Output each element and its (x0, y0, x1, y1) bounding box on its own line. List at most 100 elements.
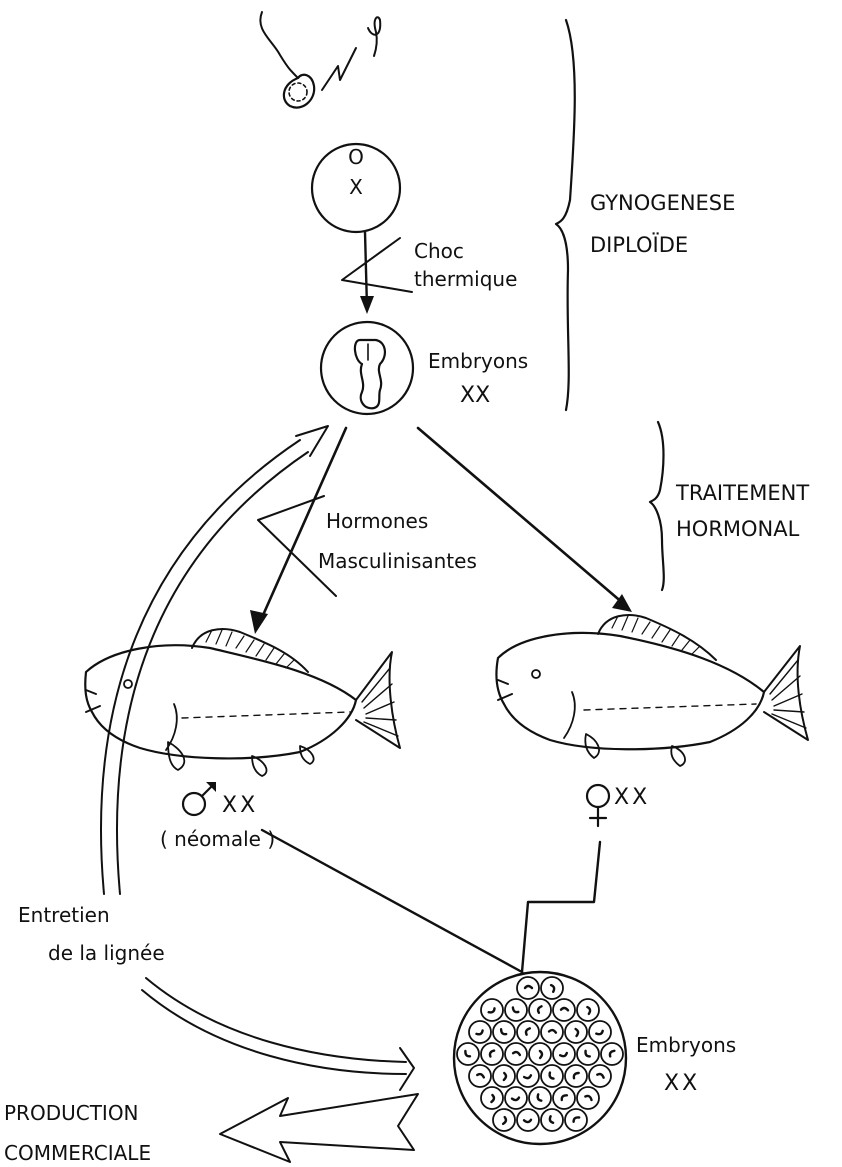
cluster-embryo-cell (517, 1065, 539, 1087)
cluster-embryo-cell (541, 1065, 563, 1087)
cluster-embryo-cell (481, 999, 503, 1021)
cluster-embryo-cell (565, 1021, 587, 1043)
entretien-label-line1: Entretien (18, 903, 110, 927)
cluster-embryo-larva (585, 1051, 589, 1057)
cluster-embryo-larva (525, 986, 532, 988)
production-label-line1: PRODUCTION (4, 1101, 139, 1125)
embryo-icon (321, 322, 413, 414)
cluster-embryo-cell (553, 999, 575, 1021)
cluster-embryo-larva (574, 1117, 580, 1121)
cluster-embryo-larva (489, 1008, 495, 1012)
cluster-embryo-cell (481, 1043, 503, 1065)
cluster-embryo-cell (481, 1087, 503, 1109)
female-xx-label: XX (614, 785, 650, 810)
cluster-embryo-cell (493, 1021, 515, 1043)
gynogenese-bracket (556, 20, 575, 410)
cluster-embryo-larva (477, 1031, 483, 1035)
cluster-embryo-cell (553, 1087, 575, 1109)
gynogenese-label-line1: GYNOGENESE (590, 191, 735, 215)
cluster-embryo-larva (524, 1120, 531, 1122)
cluster-embryo-larva (512, 1098, 519, 1101)
embryo-top-label-line1: Embryons (428, 349, 528, 373)
cluster-embryo-larva (576, 1029, 578, 1036)
cluster-embryo-larva (465, 1051, 470, 1056)
cluster-embryo-larva (550, 1116, 553, 1123)
cluster-embryo-cell (589, 1065, 611, 1087)
embryo-cluster-icon (454, 972, 626, 1144)
male-note-label: ( néomale ) (160, 827, 275, 851)
cluster-embryo-cell (577, 1087, 599, 1109)
cluster-embryo-larva (610, 1051, 614, 1057)
cluster-embryo-larva (561, 1008, 568, 1010)
cluster-embryo-larva (551, 985, 554, 992)
cluster-embryo-cell (505, 1043, 527, 1065)
male-xx-label: XX (222, 793, 258, 818)
cluster-embryo-larva (513, 1008, 518, 1013)
traitement-label-line1: TRAITEMENT (675, 481, 809, 505)
cluster-embryo-larva (526, 1028, 530, 1034)
egg-cell-icon: O X (312, 144, 400, 232)
cluster-embryo-larva (587, 1007, 590, 1014)
cluster-embryo-larva (513, 1052, 520, 1055)
production-label-line2: COMMERCIALE (4, 1141, 151, 1165)
cluster-cells (457, 977, 623, 1131)
female-symbol-icon (587, 785, 609, 826)
cluster-embryo-cell (589, 1021, 611, 1043)
cluster-embryo-cell (517, 1109, 539, 1131)
cluster-embryo-larva (477, 1074, 484, 1077)
cluster-embryo-cell (565, 1065, 587, 1087)
cluster-embryo-larva (524, 1075, 531, 1078)
cluster-embryo-larva (491, 1095, 494, 1102)
embryo-bottom-label-line1: Embryons (636, 1033, 736, 1057)
cluster-embryo-cell (493, 1065, 515, 1087)
cluster-embryo-larva (562, 1095, 567, 1100)
cluster-embryo-larva (560, 1053, 567, 1056)
cluster-embryo-cell (601, 1043, 623, 1065)
cluster-embryo-larva (597, 1074, 603, 1078)
cluster-embryo-larva (585, 1096, 591, 1100)
cluster-embryo-cell (529, 1043, 551, 1065)
egg-chromosome-x: X (349, 175, 363, 199)
egg-chromosome-o: O (348, 145, 364, 169)
cluster-embryo-larva (550, 1073, 554, 1079)
cluster-embryo-cell (541, 1109, 563, 1131)
cluster-embryo-cell (577, 999, 599, 1021)
cluster-embryo-cell (457, 1043, 479, 1065)
embryo-top-label-line2: XX (460, 383, 490, 408)
choc-thermique-marker (342, 238, 412, 292)
cluster-embryo-cell (541, 977, 563, 999)
cross-lines (262, 830, 600, 972)
cluster-embryo-larva (540, 1051, 542, 1058)
cluster-embryo-larva (538, 1006, 541, 1013)
arrow-egg-to-embryo (360, 232, 374, 314)
cluster-embryo-larva (501, 1029, 506, 1034)
entretien-label-line2: de la lignée (48, 941, 165, 965)
production-arrow (220, 1094, 418, 1162)
gynogenese-label-line2: DIPLOÏDE (590, 232, 688, 257)
cluster-embryo-larva (490, 1051, 494, 1057)
cluster-embryo-larva (504, 1073, 506, 1080)
hormones-label-line1: Hormones (326, 509, 428, 533)
cluster-embryo-larva (549, 1030, 556, 1033)
cluster-embryo-larva (538, 1094, 542, 1100)
cluster-embryo-cell (517, 977, 539, 999)
cluster-embryo-cell (541, 1021, 563, 1043)
choc-label-line1: Choc (414, 239, 464, 263)
cluster-embryo-cell (469, 1021, 491, 1043)
female-fish (496, 615, 808, 766)
cluster-embryo-cell (553, 1043, 575, 1065)
cluster-embryo-cell (493, 1109, 515, 1131)
cluster-embryo-cell (505, 999, 527, 1021)
cluster-embryo-larva (503, 1117, 506, 1124)
cluster-embryo-cell (565, 1109, 587, 1131)
cluster-embryo-cell (529, 999, 551, 1021)
cluster-embryo-cell (577, 1043, 599, 1065)
embryo-bottom-label-line2: XX (664, 1071, 700, 1096)
male-symbol-icon (183, 782, 216, 815)
cluster-embryo-cell (469, 1065, 491, 1087)
cluster-embryo-cell (517, 1021, 539, 1043)
traitement-bracket (650, 422, 664, 590)
male-fish (85, 629, 400, 776)
hormones-marker (258, 496, 336, 596)
